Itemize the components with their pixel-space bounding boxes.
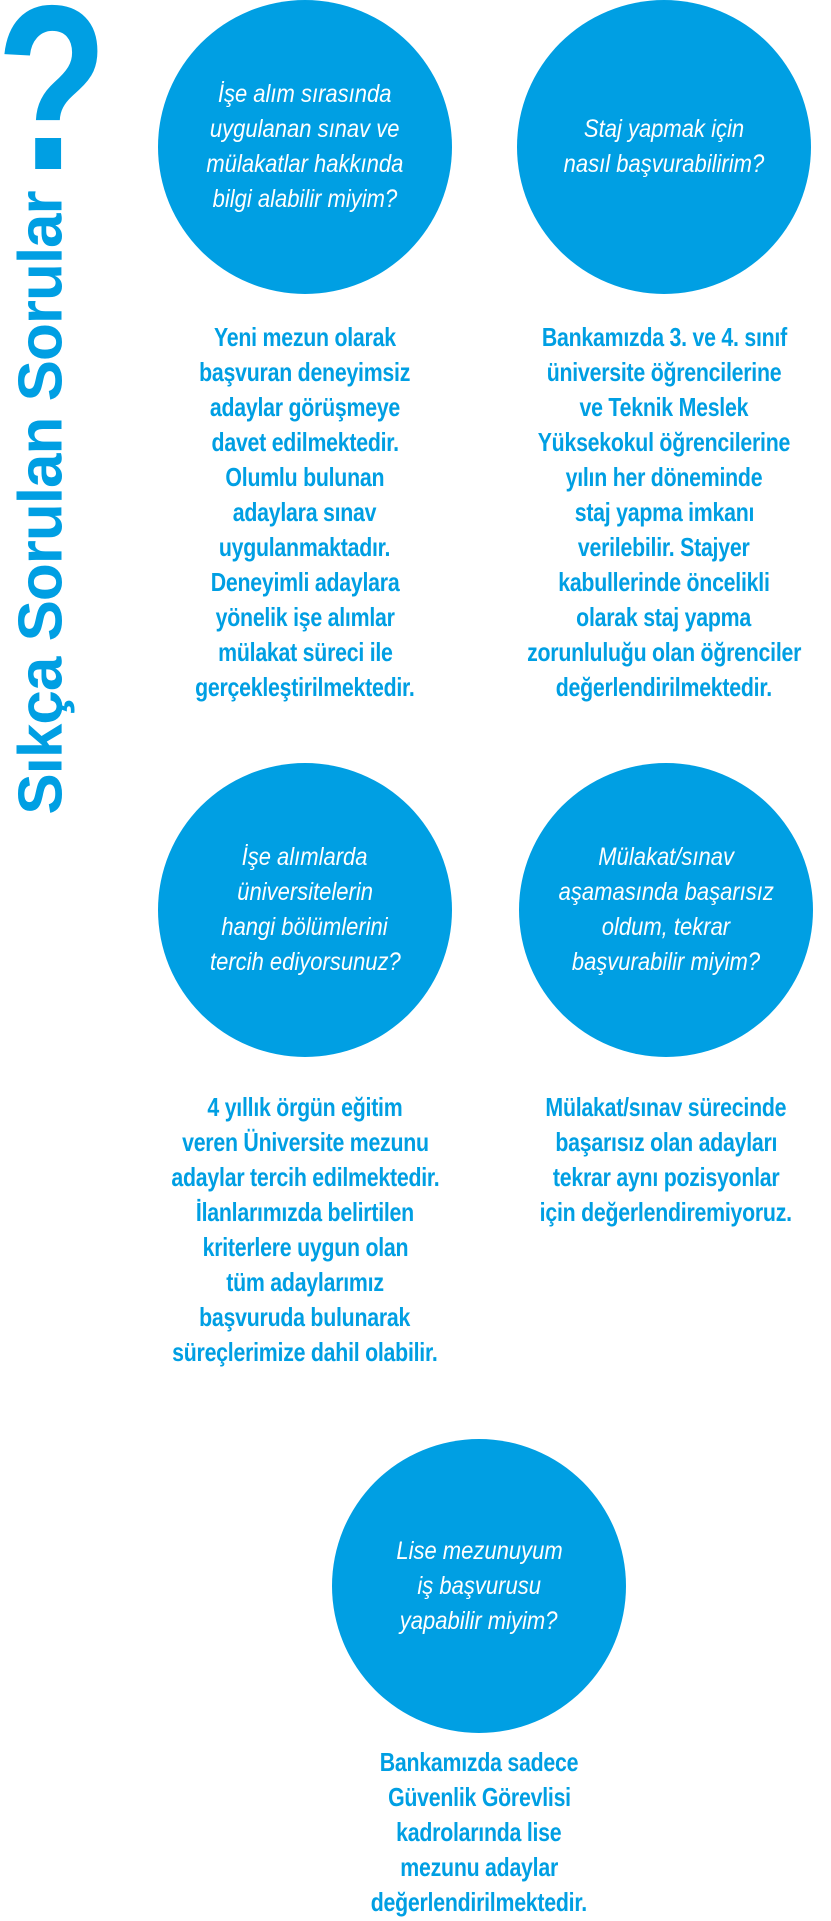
faq-question-line: iş başvurusu bbox=[417, 1571, 541, 1600]
faq-answer-line: gerçekleştirilmektedir. bbox=[195, 672, 415, 702]
page-title: Sıkça Sorulan Sorular bbox=[6, 191, 76, 815]
faq-answer-line: adaylar görüşmeye bbox=[209, 392, 401, 422]
faq-question-line: üniversitelerin bbox=[237, 878, 373, 906]
faq-answer-line: Deneyimli adaylara bbox=[210, 567, 400, 597]
faq-answer-line: veren Üniversite mezunu bbox=[181, 1127, 429, 1157]
faq-question-line: Mülakat/sınav bbox=[598, 843, 734, 871]
faq-answer-line: staj yapma imkanı bbox=[574, 497, 754, 527]
faq-answer-line: yönelik işe alımlar bbox=[215, 602, 395, 632]
faq-answer-line: tüm adaylarımız bbox=[226, 1267, 384, 1297]
faq-answer-line: kadrolarında lise bbox=[396, 1817, 562, 1847]
faq-question-circle: Lise mezunuyum iş başvurusu yapabilir miyi… bbox=[332, 1439, 626, 1733]
faq-question-circle: İşe alım sırasında uygulanan sınav ve müla… bbox=[158, 0, 452, 294]
faq-answer-line: süreçlerimize dahil olabilir. bbox=[172, 1337, 438, 1367]
faq-answer-line: uygulanmaktadır. bbox=[219, 532, 391, 562]
faq-answer-line: olarak staj yapma bbox=[576, 602, 752, 632]
faq-question-line: aşamasında başarısız bbox=[558, 878, 774, 906]
faq-answer-line: zorunluluğu olan öğrenciler bbox=[526, 637, 802, 667]
faq-answer-line: İlanlarımızda belirtilen bbox=[195, 1197, 415, 1227]
faq-answer: Yeni mezun olarak başvuran deneyimsiz aday… bbox=[140, 320, 470, 705]
faq-answer-line: 4 yıllık örgün eğitim bbox=[207, 1092, 403, 1122]
faq-answer-line: değerlendirilmektedir. bbox=[370, 1887, 588, 1917]
faq-question-line: İşe alımlarda bbox=[242, 843, 368, 871]
faq-answer-line: adaylara sınav bbox=[233, 497, 377, 527]
faq-question-line: başvurabilir miyim? bbox=[571, 948, 761, 976]
faq-answer-line: yılın her döneminde bbox=[565, 462, 763, 492]
faq-question-line: nasıl başvurabilirim? bbox=[563, 150, 765, 178]
faq-question-line: Staj yapmak için bbox=[583, 115, 745, 143]
faq-answer-line: Yeni mezun olarak bbox=[214, 322, 396, 352]
faq-question-line: İşe alım sırasında bbox=[218, 80, 392, 108]
faq-answer-line: Olumlu bulunan bbox=[225, 462, 385, 492]
faq-answer-line: mezunu adaylar bbox=[400, 1852, 558, 1882]
faq-answer: Bankamızda 3. ve 4. sınıf üniversite öğre… bbox=[499, 320, 829, 705]
faq-question-line: yapabilir miyim? bbox=[400, 1606, 558, 1635]
faq-question-line: Lise mezunuyum bbox=[395, 1536, 563, 1565]
faq-answer: 4 yıllık örgün eğitim veren Üniversite me… bbox=[140, 1090, 470, 1370]
faq-question-line: oldum, tekrar bbox=[601, 913, 731, 941]
faq-answer-line: üniversite öğrencilerine bbox=[546, 357, 782, 387]
faq-answer-line: ve Teknik Meslek bbox=[579, 392, 749, 422]
faq-answer-line: verilebilir. Stajyer bbox=[578, 532, 750, 562]
faq-answer-line: Bankamızda 3. ve 4. sınıf bbox=[541, 322, 787, 352]
faq-answer-line: Yüksekokul öğrencilerine bbox=[537, 427, 791, 457]
faq-question-line: hangi bölümlerini bbox=[221, 913, 389, 941]
faq-answer-line: başvuran deneyimsiz bbox=[199, 357, 411, 387]
faq-answer-line: tekrar aynı pozisyonlar bbox=[552, 1162, 780, 1192]
faq-question-circle: Mülakat/sınav aşamasında başarısız oldum, … bbox=[519, 763, 813, 1057]
faq-answer-line: adaylar tercih edilmektedir. bbox=[170, 1162, 440, 1192]
faq-question-line: bilgi alabilir miyim? bbox=[212, 185, 398, 213]
faq-answer-line: Güvenlik Görevlisi bbox=[387, 1782, 571, 1812]
faq-question-line: uygulanan sınav ve bbox=[210, 115, 400, 143]
faq-answer-line: kabullerinde öncelikli bbox=[558, 567, 770, 597]
faq-answer-line: mülakat süreci ile bbox=[217, 637, 393, 667]
faq-answer: Mülakat/sınav sürecinde başarısız olan ad… bbox=[501, 1090, 831, 1230]
faq-question-circle: İşe alımlarda üniversitelerin hangi bölüml… bbox=[158, 763, 452, 1057]
faq-answer-line: Mülakat/sınav sürecinde bbox=[545, 1092, 787, 1122]
question-mark-icon: ? bbox=[0, 0, 108, 219]
faq-question-line: mülakatlar hakkında bbox=[206, 150, 404, 178]
faq-question-circle: Staj yapmak için nasıl başvurabilirim? bbox=[517, 0, 811, 294]
faq-answer-line: başvuruda bulunarak bbox=[199, 1302, 411, 1332]
faq-answer-line: davet edilmektedir. bbox=[211, 427, 399, 457]
faq-answer-line: Bankamızda sadece bbox=[379, 1747, 579, 1777]
faq-answer-line: için değerlendiremiyoruz. bbox=[539, 1197, 793, 1227]
faq-answer-line: kriterlere uygun olan bbox=[202, 1232, 408, 1262]
faq-question-line: tercih ediyorsunuz? bbox=[209, 948, 401, 976]
faq-answer-line: değerlendirilmektedir. bbox=[555, 672, 773, 702]
faq-answer-line: başarısız olan adayları bbox=[555, 1127, 777, 1157]
